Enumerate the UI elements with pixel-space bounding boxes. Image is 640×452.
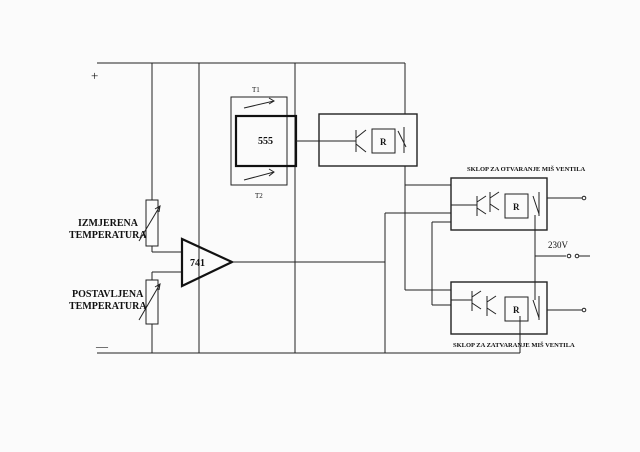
timer-label: 555: [258, 136, 273, 147]
relay-open-label: R: [513, 202, 520, 212]
minus-sign: —: [95, 339, 109, 353]
measured-temp-label-2: TEMPERATURA: [69, 230, 147, 241]
t2-label: T2: [255, 192, 263, 200]
power-rails: + —: [91, 62, 520, 354]
opening-module: R: [450, 177, 548, 231]
relay-block-top: R: [318, 113, 418, 167]
measured-temp-label-1: IZMJERENA: [78, 218, 139, 229]
set-temp-label-1: POSTAVLJENA: [72, 289, 144, 300]
timer-555: 555 T1 T2: [230, 86, 298, 200]
opening-module-title: SKLOP ZA OTVARANJE MIŠ VENTILA: [467, 165, 586, 173]
t1-label: T1: [252, 86, 260, 94]
relay-top-label: R: [380, 137, 387, 147]
relay-close-label: R: [513, 305, 520, 315]
opamp-741: 741: [180, 237, 235, 288]
supply-terminals: [534, 195, 590, 313]
vertical-buses: [151, 63, 296, 353]
opamp-label: 741: [190, 258, 205, 269]
set-temp-label-2: TEMPERATURA: [69, 301, 147, 312]
supply-voltage-label: 230V: [548, 240, 569, 250]
plus-sign: +: [91, 68, 98, 83]
closing-module-title: SKLOP ZA ZATVARANJE MIŠ VENTILA: [453, 341, 575, 349]
interconnect-wires: [384, 63, 521, 353]
measured-thermistor: [138, 199, 182, 253]
setpoint-thermistor: [138, 271, 182, 353]
closing-module: R: [450, 281, 548, 335]
